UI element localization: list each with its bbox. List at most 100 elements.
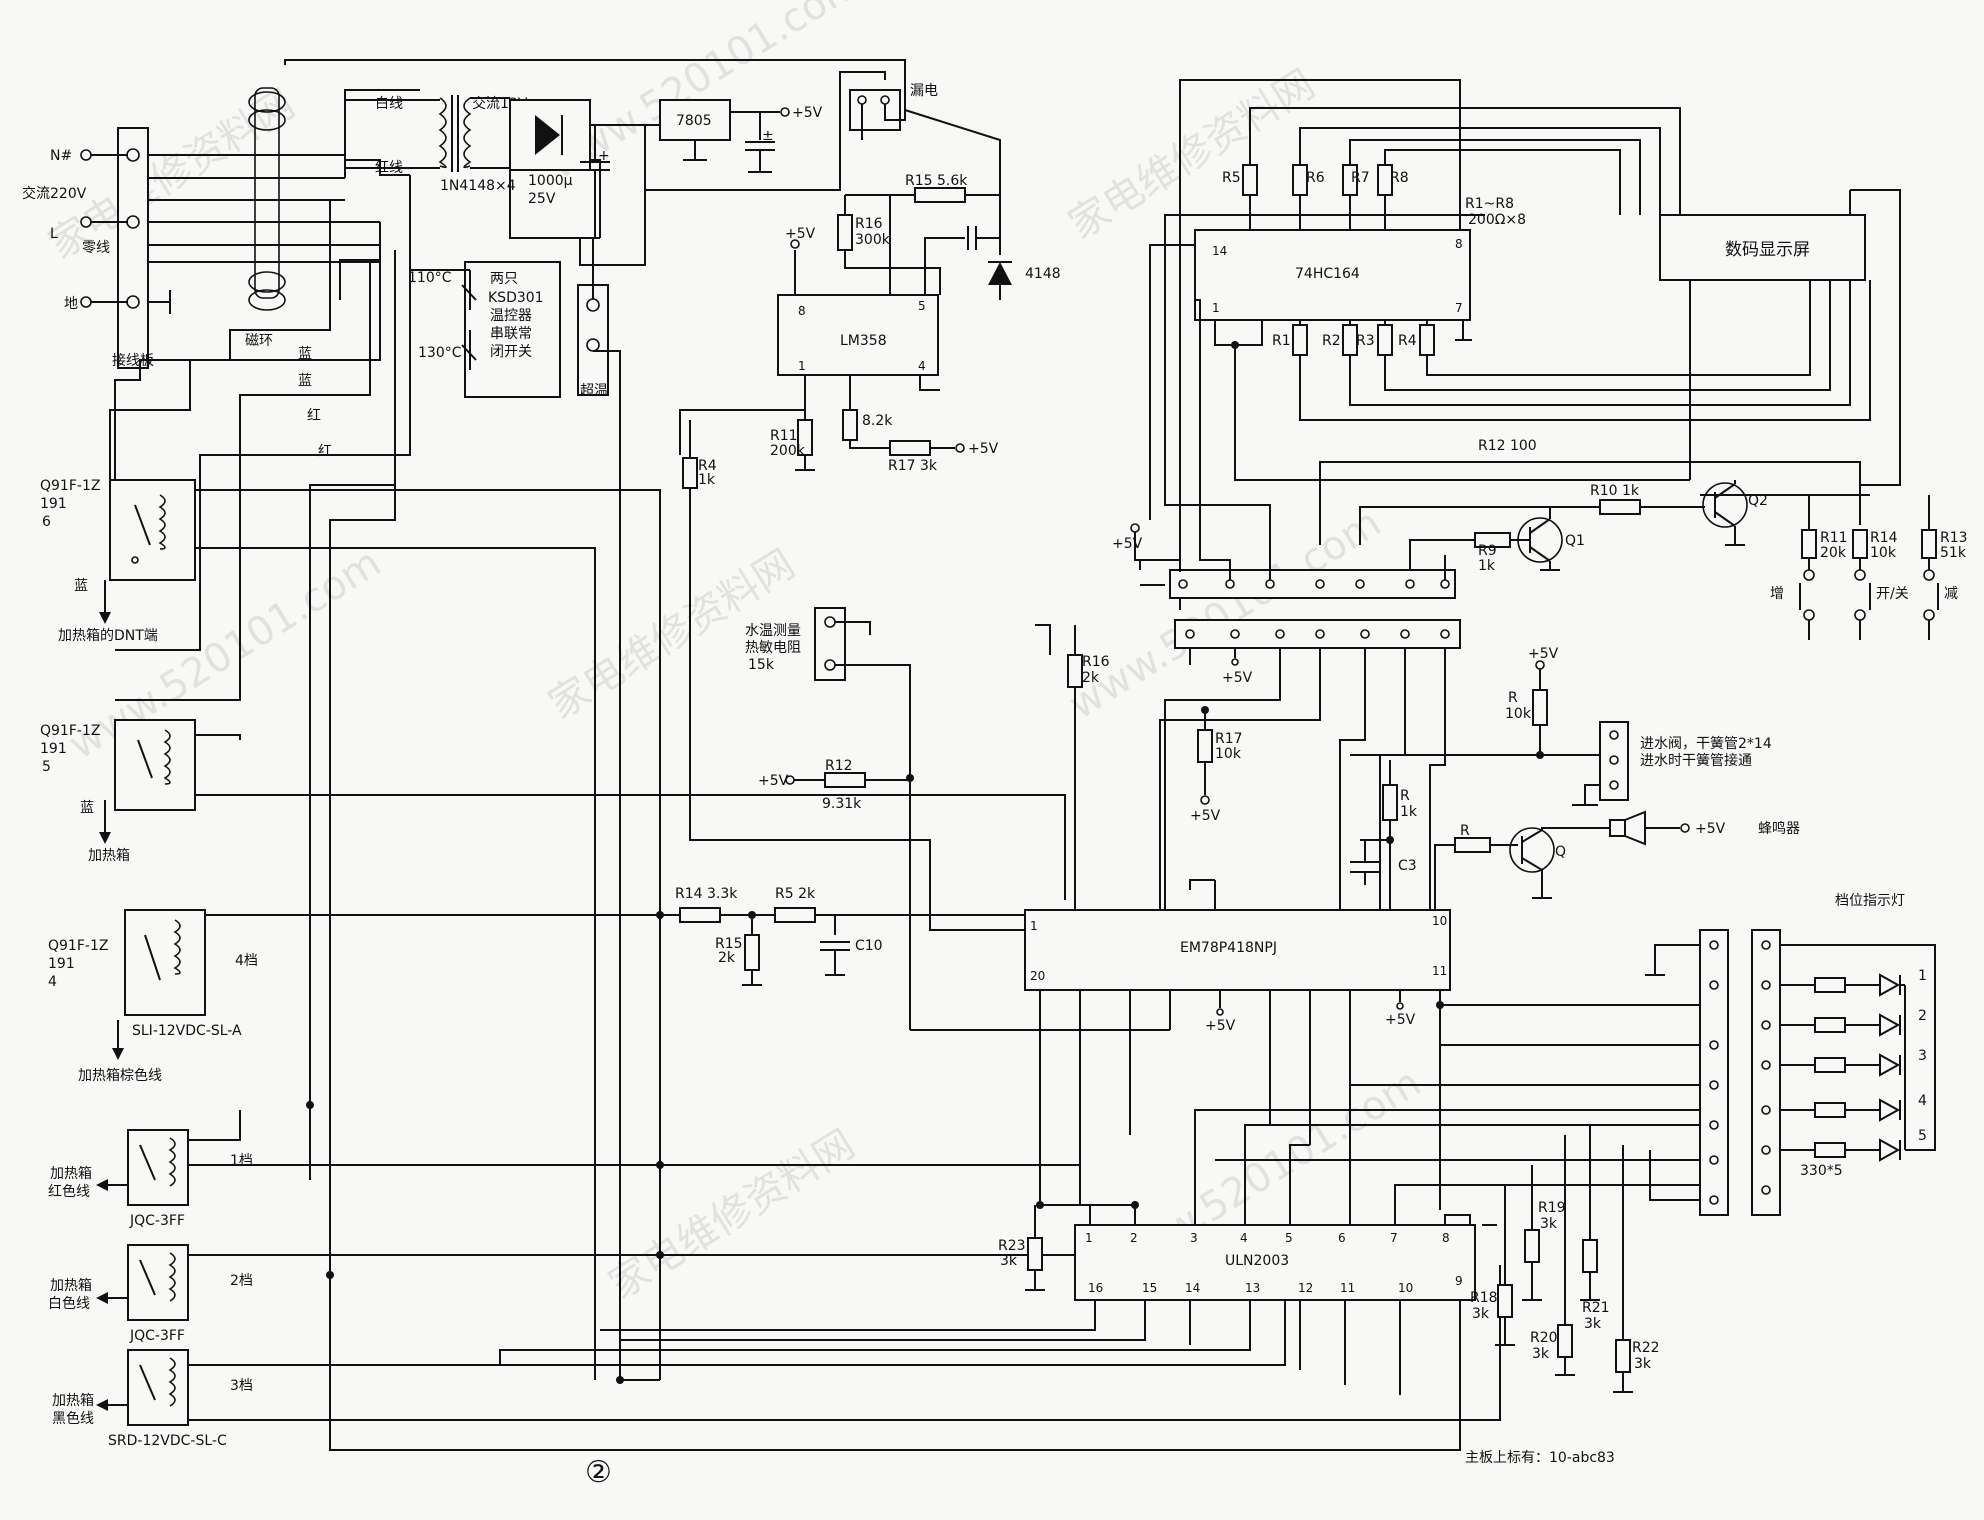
svg-text:R5 2k: R5 2k xyxy=(775,886,816,902)
regulator-out: +5V xyxy=(792,105,823,121)
ic-74hc164-name: 74HC164 xyxy=(1295,266,1360,282)
svg-text:进水时干簧管接通: 进水时干簧管接通 xyxy=(1640,752,1752,769)
display-block: 74HC164 14 8 1 7 R5 R6 R7 R8 R1~R8 200Ω×… xyxy=(1112,79,1968,640)
svg-text:R17: R17 xyxy=(1215,731,1243,747)
regulator-7805: 7805 +5V ± xyxy=(659,99,823,173)
svg-text:R11: R11 xyxy=(770,428,798,444)
svg-text:R16: R16 xyxy=(855,216,883,232)
label-cap-voltage: 25V xyxy=(528,191,556,207)
svg-text:7: 7 xyxy=(1390,1231,1398,1245)
svg-text:191: 191 xyxy=(40,496,67,512)
bridge-rectifier xyxy=(509,99,660,238)
svg-text:8: 8 xyxy=(1442,1231,1450,1245)
svg-text:R3: R3 xyxy=(1356,333,1375,349)
display-plus5: +5V xyxy=(1112,536,1143,552)
svg-text:R21: R21 xyxy=(1582,1300,1610,1316)
lm358-plus5: +5V xyxy=(785,226,816,242)
svg-text:加热箱: 加热箱 xyxy=(50,1166,92,1182)
svg-text:R12: R12 xyxy=(825,758,853,774)
svg-text:3档: 3档 xyxy=(230,1378,253,1394)
leakage-connector: 漏电 xyxy=(645,71,1001,195)
svg-text:蓝: 蓝 xyxy=(74,578,88,594)
svg-text:R8: R8 xyxy=(1390,170,1409,186)
svg-text:白色线: 白色线 xyxy=(48,1295,90,1312)
label-over-temp: 超温 xyxy=(580,383,608,399)
svg-text:1档: 1档 xyxy=(230,1153,253,1169)
svg-text:红色线: 红色线 xyxy=(48,1183,90,1200)
svg-text:R9: R9 xyxy=(1478,543,1497,559)
svg-text:10: 10 xyxy=(1398,1281,1413,1295)
svg-text:1: 1 xyxy=(1212,301,1220,315)
led-label: 4 xyxy=(1918,1093,1927,1109)
terminal-strip xyxy=(117,127,149,369)
svg-text:12: 12 xyxy=(1298,1281,1313,1295)
svg-text:KSD301: KSD301 xyxy=(488,290,544,306)
svg-text:Q: Q xyxy=(1555,844,1566,860)
label-red2: 红 xyxy=(318,444,332,460)
svg-text:51k: 51k xyxy=(1940,545,1967,561)
filter-capacitor: + 1000μ 25V xyxy=(528,125,646,266)
svg-text:4: 4 xyxy=(1240,1231,1248,1245)
display-label: 数码显示屏 xyxy=(1725,240,1810,260)
svg-text:+5V: +5V xyxy=(1205,1018,1236,1034)
label-blue2: 蓝 xyxy=(298,373,312,389)
svg-text:R1: R1 xyxy=(1272,333,1291,349)
label-red1: 红 xyxy=(307,408,321,424)
svg-text:R17 3k: R17 3k xyxy=(888,458,938,474)
board-note: 主板上标有：10-abc83 xyxy=(1465,1450,1615,1466)
svg-text:加热箱: 加热箱 xyxy=(52,1393,94,1409)
label-130c: 130°C xyxy=(418,345,462,361)
svg-text:Q91F-1Z: Q91F-1Z xyxy=(40,723,100,739)
indicator-title: 档位指示灯 xyxy=(1835,893,1905,909)
led-3: 3 xyxy=(1780,1048,1927,1077)
svg-text:4: 4 xyxy=(48,974,57,990)
svg-text:R: R xyxy=(1400,788,1410,804)
svg-text:4: 4 xyxy=(918,359,926,373)
svg-text:10k: 10k xyxy=(1870,545,1897,561)
svg-text:3k: 3k xyxy=(1540,1216,1558,1232)
svg-text:Q2: Q2 xyxy=(1748,493,1768,509)
svg-text:20: 20 xyxy=(1030,969,1045,983)
watermarks: 家电维修资料网 www.520101.com 家电维修资料网 www.52010… xyxy=(41,0,1429,1308)
svg-text:9: 9 xyxy=(1455,1274,1463,1288)
svg-text:2: 2 xyxy=(1130,1231,1138,1245)
svg-text:10: 10 xyxy=(1432,914,1447,928)
svg-text:R15: R15 xyxy=(715,936,743,952)
label-l: L xyxy=(50,226,58,242)
button-up: 增 xyxy=(1770,586,1784,602)
svg-text:R11: R11 xyxy=(1820,530,1848,546)
svg-text:14: 14 xyxy=(1185,1281,1200,1295)
watermark: 家电维修资料网 xyxy=(41,81,303,268)
indicator-resistors: 330*5 xyxy=(1800,1163,1843,1179)
svg-text:11: 11 xyxy=(1340,1281,1355,1295)
page-mark: ② xyxy=(585,1455,612,1490)
lm358-name: LM358 xyxy=(840,333,887,349)
led-label: 5 xyxy=(1918,1128,1927,1144)
svg-text:1: 1 xyxy=(1085,1231,1093,1245)
label-cap-value: 1000μ xyxy=(528,173,573,189)
led-5: 5 xyxy=(1780,1128,1927,1162)
relay-k1: Q91F-1Z 191 6 蓝 加热箱的DNT端 xyxy=(40,478,661,1380)
svg-text:R4: R4 xyxy=(698,458,717,474)
svg-text:+5V: +5V xyxy=(1385,1012,1416,1028)
svg-text:2k: 2k xyxy=(1082,670,1100,686)
led-4: 4 xyxy=(1780,1093,1927,1122)
relay-k3-model: SLI-12VDC-SL-A xyxy=(132,1023,242,1039)
mcu-name: EM78P418NPJ xyxy=(1180,940,1277,956)
svg-text:R4: R4 xyxy=(1398,333,1417,349)
svg-text:7: 7 xyxy=(1455,301,1463,315)
label-white-wire: 白线 xyxy=(375,96,403,112)
svg-text:R19: R19 xyxy=(1538,1200,1566,1216)
label-leakage: 漏电 xyxy=(910,83,938,99)
label-n: N# xyxy=(50,148,72,164)
svg-text:水温测量: 水温测量 xyxy=(745,623,801,639)
svg-text:Q1: Q1 xyxy=(1565,533,1585,549)
label-ground: 地 xyxy=(64,296,78,312)
svg-text:1k: 1k xyxy=(1400,804,1418,820)
svg-text:R: R xyxy=(1460,823,1470,839)
relay-k2-out: 加热箱 xyxy=(88,848,130,864)
svg-text:R20: R20 xyxy=(1530,1330,1558,1346)
svg-text:Q91F-1Z: Q91F-1Z xyxy=(48,938,108,954)
svg-text:+5V: +5V xyxy=(758,773,789,789)
